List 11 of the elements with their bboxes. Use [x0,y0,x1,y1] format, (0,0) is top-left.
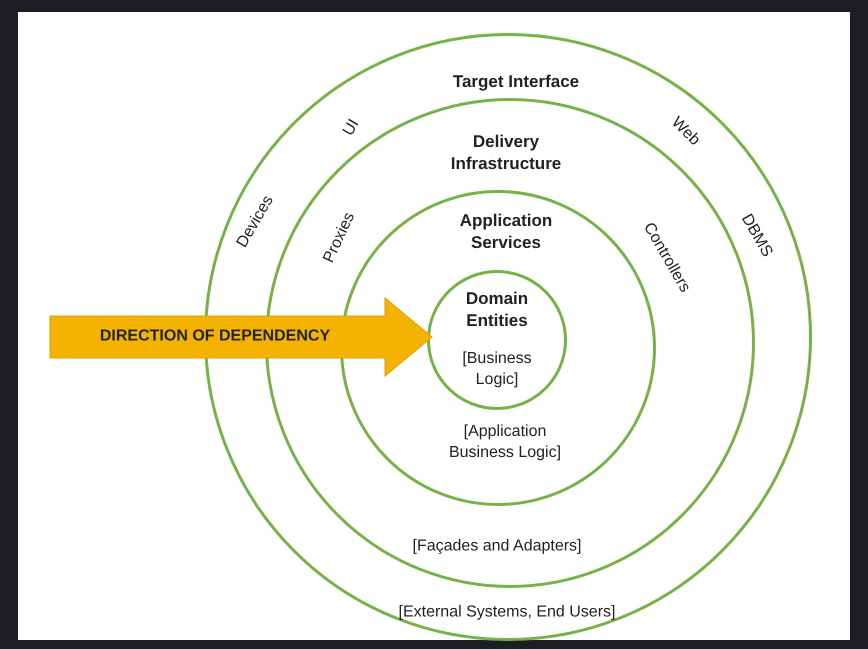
layer-text: [Business Logic] [461,349,533,390]
layer-text: [External Systems, End Users] [398,602,616,623]
layer-title: Delivery Infrastructure [450,130,562,175]
ring-text: UI [339,116,364,140]
layer-title: Domain Entities [464,288,530,332]
layer-title: Application Services [458,210,554,254]
layer-title: Target Interface [452,70,580,93]
layer-text: [Façades and Adapters] [412,536,582,557]
layer-text: [Application Business Logic] [448,422,562,463]
layer-circle [427,270,567,410]
arrow-label: DIRECTION OF DEPENDENCY [100,326,330,347]
